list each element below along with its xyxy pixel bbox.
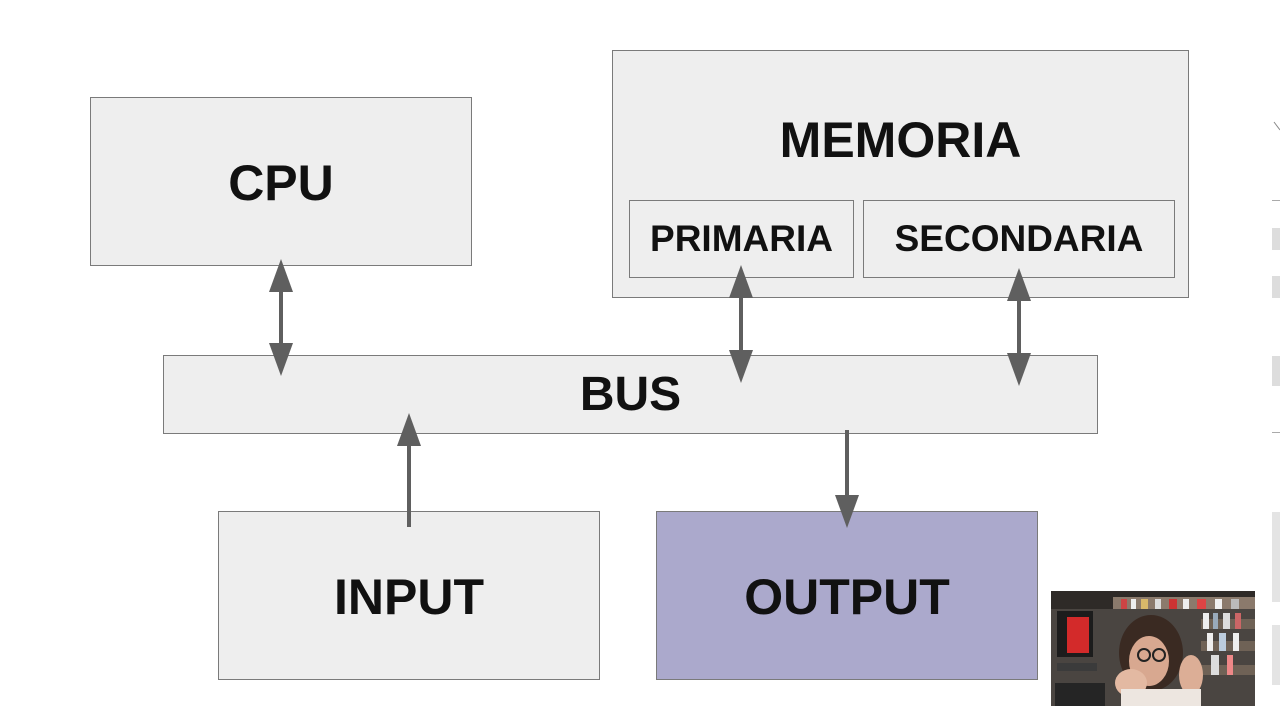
bus-box: BUS: [163, 355, 1098, 434]
secondaria-label: SECONDARIA: [894, 218, 1144, 259]
arrowhead-bus-to-output: [835, 495, 859, 528]
memoria-label: MEMORIA: [779, 112, 1022, 168]
input-box: INPUT: [218, 511, 600, 680]
arrowhead-secondaria-up: [1007, 268, 1031, 301]
cpu-label: CPU: [228, 154, 334, 211]
arrowhead-primaria-up: [729, 265, 753, 298]
arrowhead-cpu-up: [269, 259, 293, 292]
output-box: OUTPUT: [656, 511, 1038, 680]
arrowhead-bus-down-from-cpu: [269, 343, 293, 376]
arrowhead-bus-down-from-secondaria: [1007, 353, 1031, 386]
output-label: OUTPUT: [744, 568, 950, 625]
arrowhead-bus-down-from-primaria: [729, 350, 753, 383]
bus-label: BUS: [579, 368, 682, 421]
arrowhead-input-to-bus: [397, 413, 421, 446]
cpu-box: CPU: [90, 97, 472, 266]
primaria-box: PRIMARIA: [629, 200, 854, 278]
input-label: INPUT: [334, 568, 484, 625]
secondaria-box: SECONDARIA: [863, 200, 1175, 278]
webcam-image: [1051, 591, 1255, 706]
offscreen-panel-fragment: [1272, 121, 1280, 685]
presenter-webcam: [1051, 591, 1255, 706]
primaria-label: PRIMARIA: [650, 218, 833, 259]
